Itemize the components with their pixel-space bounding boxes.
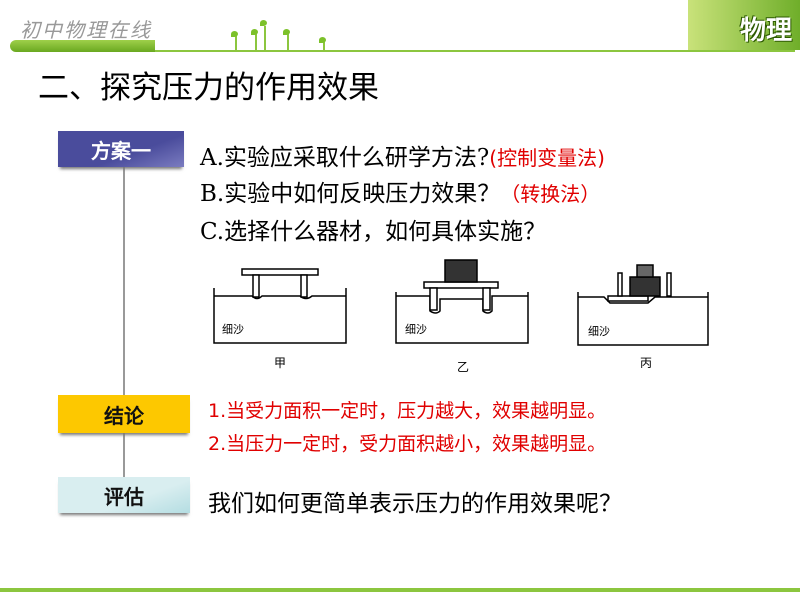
sand-label: 细沙 — [222, 323, 244, 336]
conclusion-item: 1.当受力面积一定时，压力越大，效果越明显。 — [208, 400, 607, 422]
panel-jia: 细沙 甲 — [213, 268, 347, 370]
panel-bing: 细沙 丙 — [577, 264, 709, 370]
panel-label: 丙 — [640, 356, 652, 370]
question-b: B.实验中如何反映压力效果？（转换法） — [200, 174, 600, 208]
header-line — [155, 50, 795, 52]
slide-title: 二、探究压力的作用效果 — [38, 70, 379, 106]
timeline-connector — [123, 167, 125, 477]
question-text: A.实验应采取什么研学方法? — [200, 145, 490, 171]
question-text: C.选择什么器材，如何具体实施？ — [200, 219, 547, 245]
evaluation-tag: 评估 — [58, 477, 190, 513]
experiment-diagram: 细沙 甲 乙 细沙 细沙 丙 — [213, 259, 709, 374]
conclusion-item: 2.当压力一定时，受力面积越小，效果越明显。 — [208, 433, 607, 455]
brand-badge: 物理 — [688, 0, 800, 50]
question-text: B.实验中如何反映压力效果？ — [200, 181, 501, 207]
header-banner-bar — [10, 40, 155, 52]
panel-label: 甲 — [274, 356, 286, 370]
panel-yi: 乙 细沙 — [395, 259, 529, 374]
plan-tag: 方案一 — [58, 131, 184, 167]
sand-label: 细沙 — [588, 325, 610, 338]
question-a: A.实验应采取什么研学方法?(控制变量法) — [200, 138, 605, 172]
question-answer: (控制变量法) — [489, 146, 605, 170]
brand-text: 物理 — [739, 16, 792, 46]
conclusion-tag: 结论 — [58, 395, 190, 433]
footer-line — [0, 588, 800, 592]
site-logo: 初中物理在线 — [20, 18, 152, 42]
question-c: C.选择什么器材，如何具体实施？ — [200, 212, 546, 246]
question-answer: （转换法） — [500, 182, 601, 206]
evaluation-question: 我们如何更简单表示压力的作用效果呢？ — [208, 491, 622, 517]
sand-label: 细沙 — [405, 323, 427, 336]
panel-label: 乙 — [457, 360, 469, 374]
